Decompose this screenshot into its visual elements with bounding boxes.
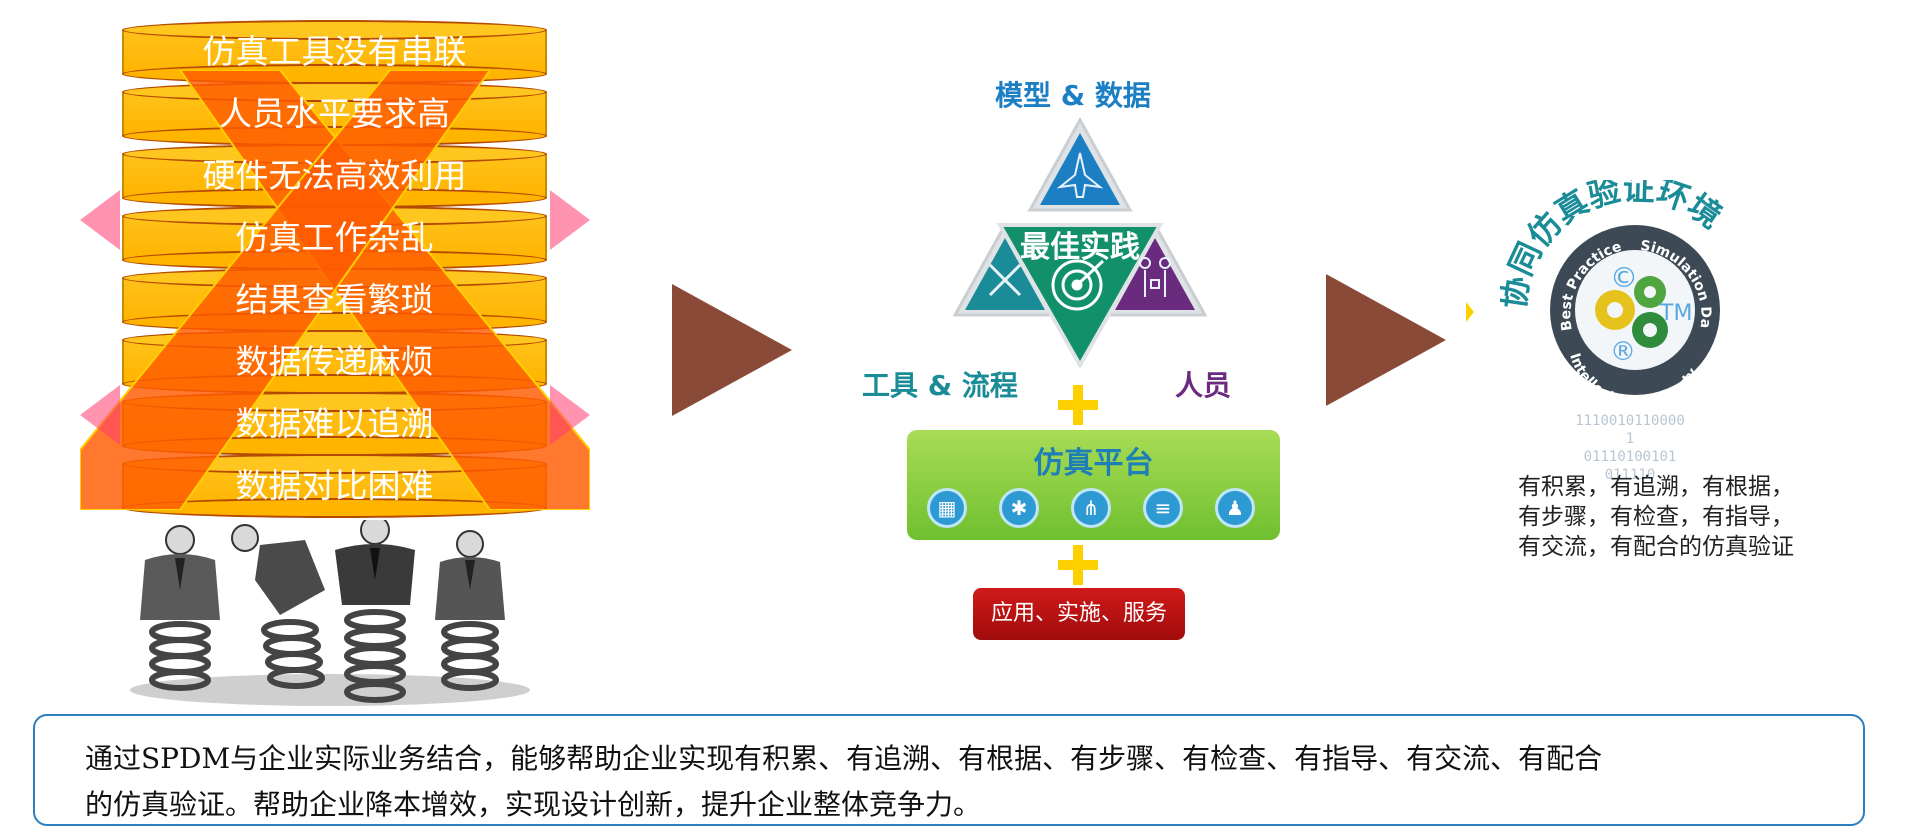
trademark-icon: TM: [1659, 301, 1692, 326]
problem-label: 硬件无法高效利用: [202, 156, 467, 195]
problem-disc: 硬件无法高效利用: [122, 144, 547, 208]
best-practice-triangle: [952, 116, 1208, 370]
flow-arrow-2: [1326, 274, 1446, 406]
simulation-platform-panel: 仿真平台 ▦ ✱ ⋔ ≡ ♟: [907, 430, 1280, 540]
businessman-figure: [335, 520, 415, 703]
businessman-figure: [435, 530, 505, 691]
businessmen-on-springs-illustration: [130, 520, 530, 706]
team-icon: [1139, 257, 1171, 297]
gantt-icon: ≡: [1143, 488, 1183, 528]
description-line: 有交流，有配合的仿真验证: [1518, 534, 1794, 560]
jet-icon: [1056, 152, 1104, 198]
problem-label: 仿真工作杂乱: [235, 218, 434, 257]
label-model-data: 模型 & 数据: [995, 79, 1151, 112]
label-tools-process: 工具 & 流程: [862, 369, 1018, 402]
problem-disc: 仿真工具没有串联: [122, 20, 547, 84]
businessman-figure: [231, 524, 325, 689]
binary-decoration: 1110010110000 1 01110100101 011110: [1575, 413, 1685, 483]
summary-line: 的仿真验证。帮助企业降本增效，实现设计创新，提升企业整体竞争力。: [85, 788, 982, 821]
problem-label: 数据传递麻烦: [235, 342, 434, 381]
collaborative-environment-seal: © TM ® Best Practices Simulation Data In…: [1500, 180, 1729, 411]
small-yellow-arrow: [1466, 302, 1474, 322]
problem-label: 人员水平要求高: [219, 94, 450, 133]
problem-label: 结果查看繁琐: [235, 280, 434, 319]
environment-description: 有积累，有追溯，有根据， 有步骤，有检查，有指导， 有交流，有配合的仿真验证: [1518, 472, 1818, 562]
summary-line: 通过SPDM与企业实际业务结合，能够帮助企业实现有积累、有追溯、有根据、有步骤、…: [85, 742, 1603, 775]
network-icon: ✱: [999, 488, 1039, 528]
problem-label: 仿真工具没有串联: [202, 32, 467, 71]
description-line: 有积累，有追溯，有根据，: [1518, 474, 1794, 500]
problem-disc: 数据对比困难: [122, 454, 547, 518]
target-icon: [1051, 259, 1105, 311]
problem-disc: 人员水平要求高: [122, 82, 547, 146]
data-module-icon: ▦: [927, 488, 967, 528]
problem-label: 数据对比困难: [235, 466, 434, 505]
problem-disc: 数据传递麻烦: [122, 330, 547, 394]
registered-icon: ®: [1610, 337, 1636, 367]
tools-icon: [988, 263, 1022, 297]
best-practice-label: 最佳实践: [1020, 230, 1140, 265]
businessman-figure: [140, 525, 220, 691]
summary-text: 通过SPDM与企业实际业务结合，能够帮助企业实现有积累、有追溯、有根据、有步骤、…: [85, 736, 1823, 828]
problem-disc: 仿真工作杂乱: [122, 206, 547, 270]
description-line: 有步骤，有检查，有指导，: [1518, 504, 1794, 530]
problem-disc: 结果查看繁琐: [122, 268, 547, 332]
problem-label: 数据难以追溯: [235, 404, 434, 443]
flow-arrow-1: [672, 284, 792, 416]
copyright-icon: ©: [1610, 261, 1638, 294]
services-badge: 应用、实施、服务: [973, 588, 1185, 640]
label-people: 人员: [1175, 369, 1232, 402]
gears-icon: [1595, 276, 1668, 348]
problem-stack: 仿真工具没有串联 人员水平要求高 硬件无法高效利用 仿真工作杂乱 结果查看繁琐 …: [60, 10, 620, 710]
summary-box: 通过SPDM与企业实际业务结合，能够帮助企业实现有积累、有追溯、有根据、有步骤、…: [33, 714, 1865, 826]
plus-icon: [1058, 385, 1098, 425]
hierarchy-icon: ⋔: [1071, 488, 1111, 528]
problem-disc: 数据难以追溯: [122, 392, 547, 456]
org-chart-icon: ♟: [1215, 488, 1255, 528]
platform-title: 仿真平台: [1033, 446, 1154, 481]
plus-icon: [1058, 545, 1098, 585]
